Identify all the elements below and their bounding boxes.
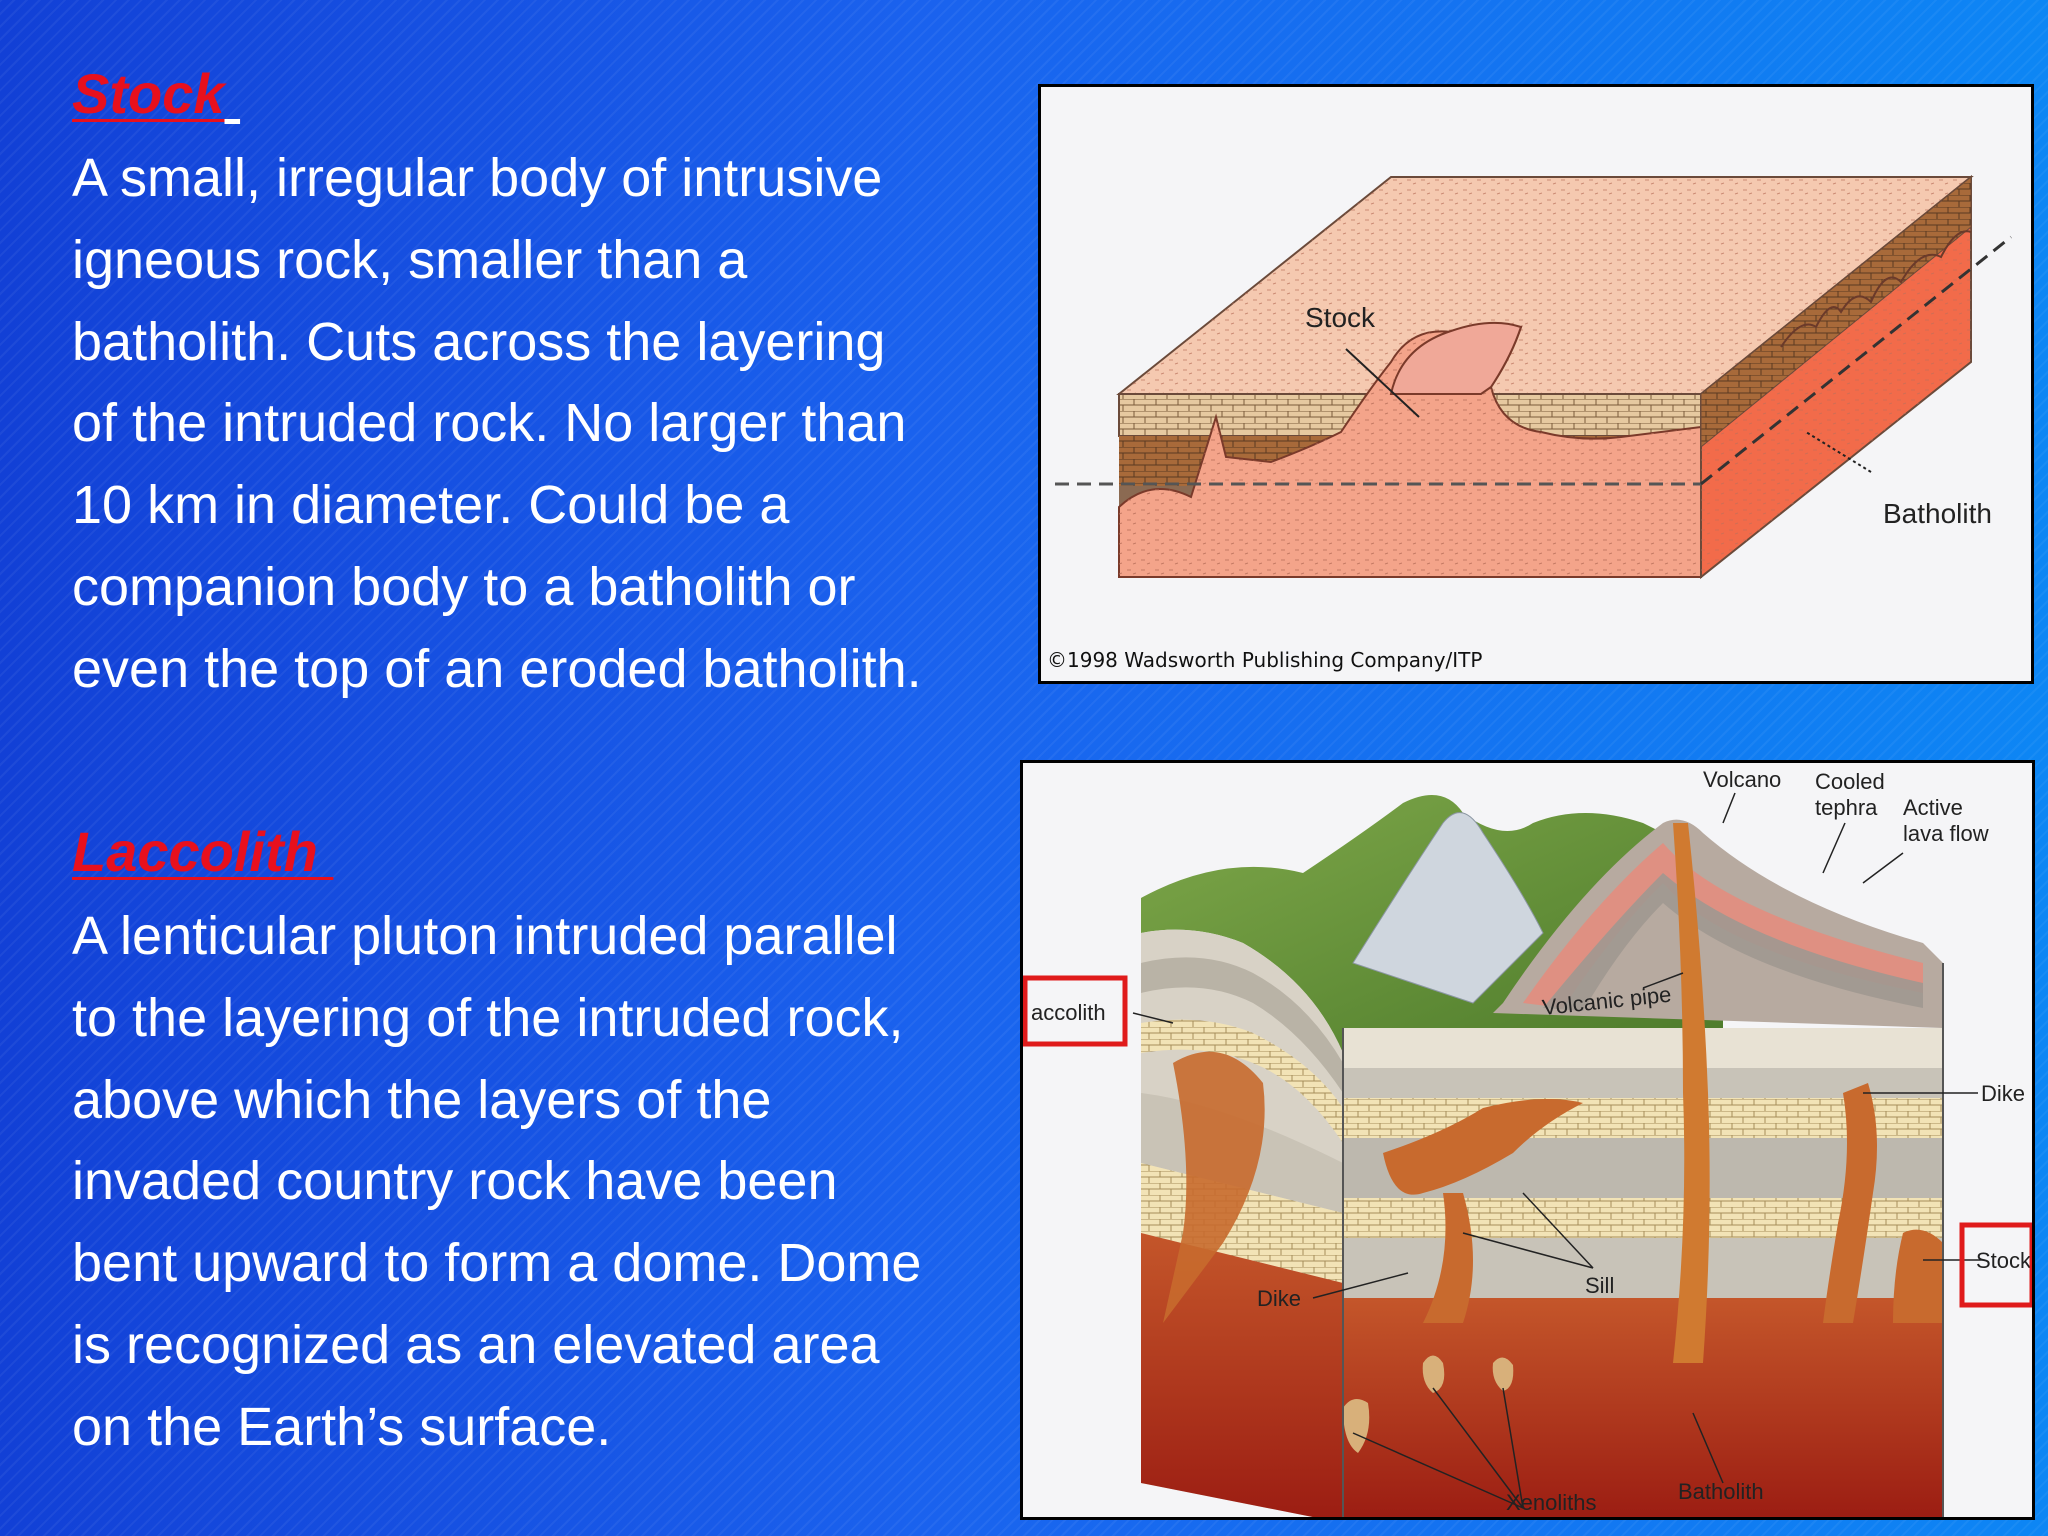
label-sill: Sill [1585,1273,1614,1298]
stock-leader-line [1345,348,1420,418]
stock-section: Stock A small, irregular body of intrusi… [72,62,922,711]
label-cooled-tephra-2: tephra [1815,795,1878,820]
stock-line: of the intruded rock. No larger than [72,393,907,454]
stock-highlight-box [1959,1222,2032,1308]
label-cooled-tephra-1: Cooled [1815,769,1885,794]
laccolith-heading: Laccolith [72,820,921,884]
stock-diagram-figure: Stock Batholith ©1998 Wadsworth Publishi… [1038,84,2034,684]
laccolith-line: is recognized as an elevated area [72,1314,880,1375]
label-volcano: Volcano [1703,767,1781,792]
xenolith [1422,1355,1445,1393]
laccolith-intrusion [1163,1051,1265,1323]
volcanic-pipe [1673,823,1710,1363]
stock-line: igneous rock, smaller than a [72,229,748,290]
laccolith-line: bent upward to form a dome. Dome [72,1233,922,1294]
label-dike-right: Dike [1981,1081,2025,1106]
stock-line: A small, irregular body of intrusive [72,148,883,208]
front-layer-1 [1343,1028,1943,1068]
label-laccolith: accolith [1031,1000,1106,1025]
label-active-lava-1: Active [1903,795,1963,820]
laccolith-heading-text: Laccolith [72,820,318,883]
stock-heading: Stock [72,62,922,126]
intrusions-block-diagram: Volcano Cooled tephra Active lava flow a… [1023,767,2032,1517]
intrusions-diagram-figure: Volcano Cooled tephra Active lava flow a… [1020,760,2035,1520]
xenolith [1343,1399,1370,1453]
dike-intrusion [1823,1083,1877,1323]
label-stock: Stock [1976,1248,2032,1273]
stock-intrusion [1893,1229,1943,1323]
stock-line: companion body to a batholith or [72,556,856,617]
stock-label: Stock [1305,302,1376,333]
copyright-text: ©1998 Wadsworth Publishing Company/ITP [1047,648,1482,672]
batholith-label: Batholith [1883,498,1992,529]
label-batholith: Batholith [1678,1479,1764,1504]
label-xenoliths: Xenoliths [1506,1490,1597,1515]
stock-line: 10 km in diameter. Could be a [72,475,790,536]
stock-dome [1389,321,1523,395]
stock-line: even the top of an eroded batholith. [72,638,922,699]
stock-description: A small, irregular body of intrusive ign… [72,138,922,711]
label-active-lava-2: lava flow [1903,821,1989,846]
batholith-leader-line [1805,431,1872,473]
laccolith-description: A lenticular pluton intruded parallel to… [72,896,921,1469]
laccolith-line: invaded country rock have been [72,1151,838,1212]
laccolith-line: A lenticular pluton intruded parallel [72,906,898,966]
laccolith-line: on the Earth’s surface. [72,1396,612,1457]
stock-block-diagram: Stock Batholith ©1998 Wadsworth Publishi… [1047,174,2012,672]
sill-intrusion [1383,1099,1583,1195]
stock-line: batholith. Cuts across the layering [72,311,886,372]
label-dike-left: Dike [1257,1286,1301,1311]
batholith-body [1343,1298,1943,1517]
mountain [1352,812,1544,1004]
xenolith [1492,1357,1514,1391]
laccolith-line: above which the layers of the [72,1069,772,1130]
laccolith-highlight-box [1023,975,1128,1047]
laccolith-section: Laccolith A lenticular pluton intruded p… [72,820,921,1469]
stock-heading-text: Stock [72,62,225,125]
laccolith-line: to the layering of the intruded rock, [72,987,904,1048]
heading-trail [225,62,241,125]
leader-lines [1132,792,1983,1509]
